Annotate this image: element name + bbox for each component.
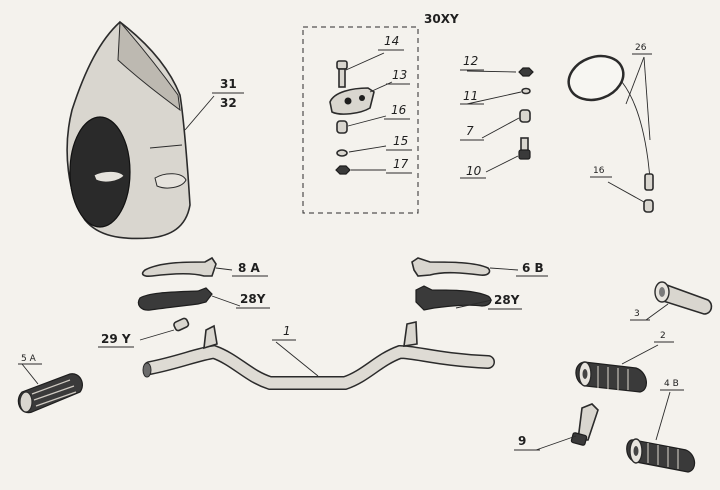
label-31: 31 [220, 77, 237, 91]
washer-11: 11 [460, 87, 531, 105]
mirror-26: 26 [567, 43, 654, 191]
label-4B: 4 B [664, 379, 679, 389]
lever-28Y-right: 28Y [415, 285, 522, 311]
label-16a: 16 [391, 103, 407, 117]
assembly-label: 30XY [424, 12, 459, 26]
nut-12: 12 [460, 54, 534, 77]
headlight-cowl [66, 20, 191, 240]
bracket-13: 13 [329, 68, 410, 115]
label-28Y-right: 28Y [494, 293, 520, 307]
label-14: 14 [384, 34, 399, 48]
grip-3: 3 [630, 281, 713, 321]
label-26: 26 [635, 43, 647, 53]
label-5A: 5 A [21, 354, 37, 364]
label-13: 13 [392, 68, 407, 82]
label-3: 3 [634, 309, 640, 319]
label-2: 2 [660, 331, 666, 341]
grip-5A: 5 A [17, 354, 83, 414]
lever-28Y-left: 28Y [137, 287, 270, 311]
label-9: 9 [518, 434, 526, 448]
washer-15: 15 [336, 134, 412, 157]
label-17: 17 [393, 157, 409, 171]
lever-8A: 8 A [141, 256, 268, 277]
label-15: 15 [393, 134, 408, 148]
assembly-box [302, 26, 419, 214]
label-28Y-left: 28Y [240, 292, 266, 306]
label-12: 12 [463, 54, 478, 68]
label-29Y: 29 Y [101, 332, 131, 346]
handlebar-1: 1 [142, 321, 495, 390]
nut-17: 17 [335, 157, 412, 175]
label-11: 11 [463, 89, 478, 103]
bolt-10: 10 [460, 137, 531, 179]
label-6B: 6 B [522, 261, 544, 275]
label-7: 7 [466, 124, 474, 138]
bolt-9: 9 [514, 403, 599, 451]
label-16b: 16 [593, 166, 605, 176]
label-10: 10 [466, 164, 482, 178]
part-29Y: 29 Y [98, 317, 190, 348]
spacer-16: 16 [336, 103, 410, 134]
spacer-7: 7 [460, 109, 531, 141]
spacer-16-mirror: 16 [590, 166, 654, 213]
label-1: 1 [283, 324, 291, 338]
grip-2: 2 [575, 331, 674, 393]
lever-6B: 6 B [411, 257, 548, 277]
label-32: 32 [220, 96, 237, 110]
label-31-32: 31 32 [184, 77, 244, 131]
label-8A: 8 A [238, 261, 261, 275]
grip-4B: 4 B [626, 379, 696, 473]
bolt-14: 14 [336, 34, 404, 88]
